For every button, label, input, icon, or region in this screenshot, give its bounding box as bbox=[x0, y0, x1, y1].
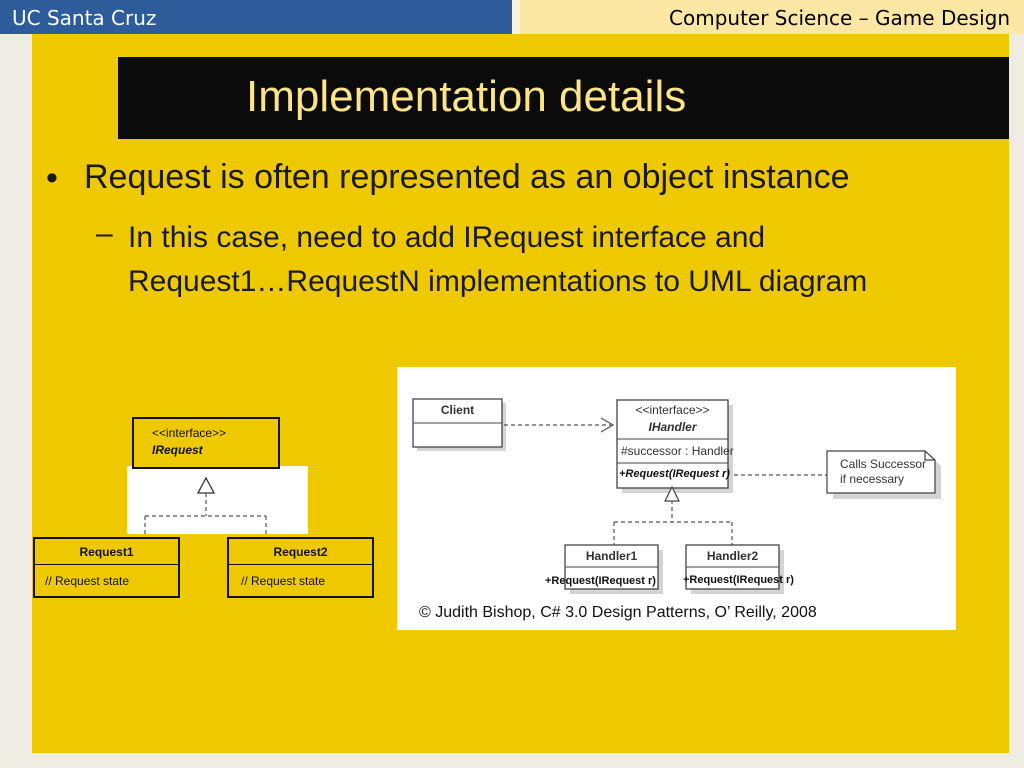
note-line-2: if necessary bbox=[840, 472, 905, 486]
handler1-operation: +Request(IRequest r) bbox=[545, 575, 656, 587]
request2-divider bbox=[229, 564, 372, 565]
note-line-1: Calls Successor bbox=[840, 457, 927, 471]
uml-connectors bbox=[144, 476, 267, 542]
request2-class-box: Request2 // Request state bbox=[227, 537, 374, 598]
header-institution: UC Santa Cruz bbox=[12, 6, 157, 30]
ihandler-operation: +Request(IRequest r) bbox=[619, 468, 730, 480]
request1-name: Request1 bbox=[79, 545, 134, 559]
bullet-marker: • bbox=[46, 159, 58, 197]
header-course: Computer Science – Game Design bbox=[669, 6, 1010, 30]
ihandler-stereotype: <<interface>> bbox=[635, 403, 710, 417]
header-right-band bbox=[520, 0, 1024, 34]
uml-connector-panel bbox=[127, 466, 308, 534]
bullet-text-1: Request is often represented as an objec… bbox=[84, 158, 850, 196]
uml-figure: Client <<interface>> IHandler #successor… bbox=[397, 367, 956, 630]
handler2-operation: +Request(IRequest r) bbox=[683, 574, 794, 586]
uml-figure-drawing bbox=[412, 398, 941, 594]
irequest-name: IRequest bbox=[152, 443, 203, 457]
sub-bullet-marker: – bbox=[96, 217, 113, 250]
irequest-interface-box: <<interface>> IRequest bbox=[132, 417, 280, 469]
sub-bullet-text: In this case, need to add IRequest inter… bbox=[128, 216, 867, 304]
slide-title: Implementation details bbox=[246, 72, 687, 121]
generalization-arrow bbox=[196, 476, 216, 494]
header-left-band bbox=[0, 0, 512, 34]
header-divider bbox=[512, 0, 520, 34]
note-box bbox=[826, 450, 936, 494]
ihandler-attribute: #successor : Handler bbox=[621, 444, 734, 458]
title-bar bbox=[118, 57, 1009, 139]
handler2-label: Handler2 bbox=[706, 549, 759, 563]
irequest-stereotype: <<interface>> bbox=[152, 426, 227, 440]
client-label: Client bbox=[440, 403, 475, 417]
figure-credit: © Judith Bishop, C# 3.0 Design Patterns,… bbox=[419, 604, 817, 621]
request1-class-box: Request1 // Request state bbox=[33, 537, 180, 598]
handler1-label: Handler1 bbox=[585, 549, 638, 563]
sub-bullet-line-2: Request1…RequestN implementations to UML… bbox=[128, 265, 868, 298]
request2-body: // Request state bbox=[241, 574, 326, 588]
request1-body: // Request state bbox=[45, 574, 130, 588]
request1-divider bbox=[35, 564, 178, 565]
ihandler-name: IHandler bbox=[648, 420, 697, 434]
sub-bullet-line-1: In this case, need to add IRequest inter… bbox=[128, 221, 766, 254]
ihandler-box bbox=[616, 399, 729, 489]
request2-name: Request2 bbox=[273, 545, 328, 559]
